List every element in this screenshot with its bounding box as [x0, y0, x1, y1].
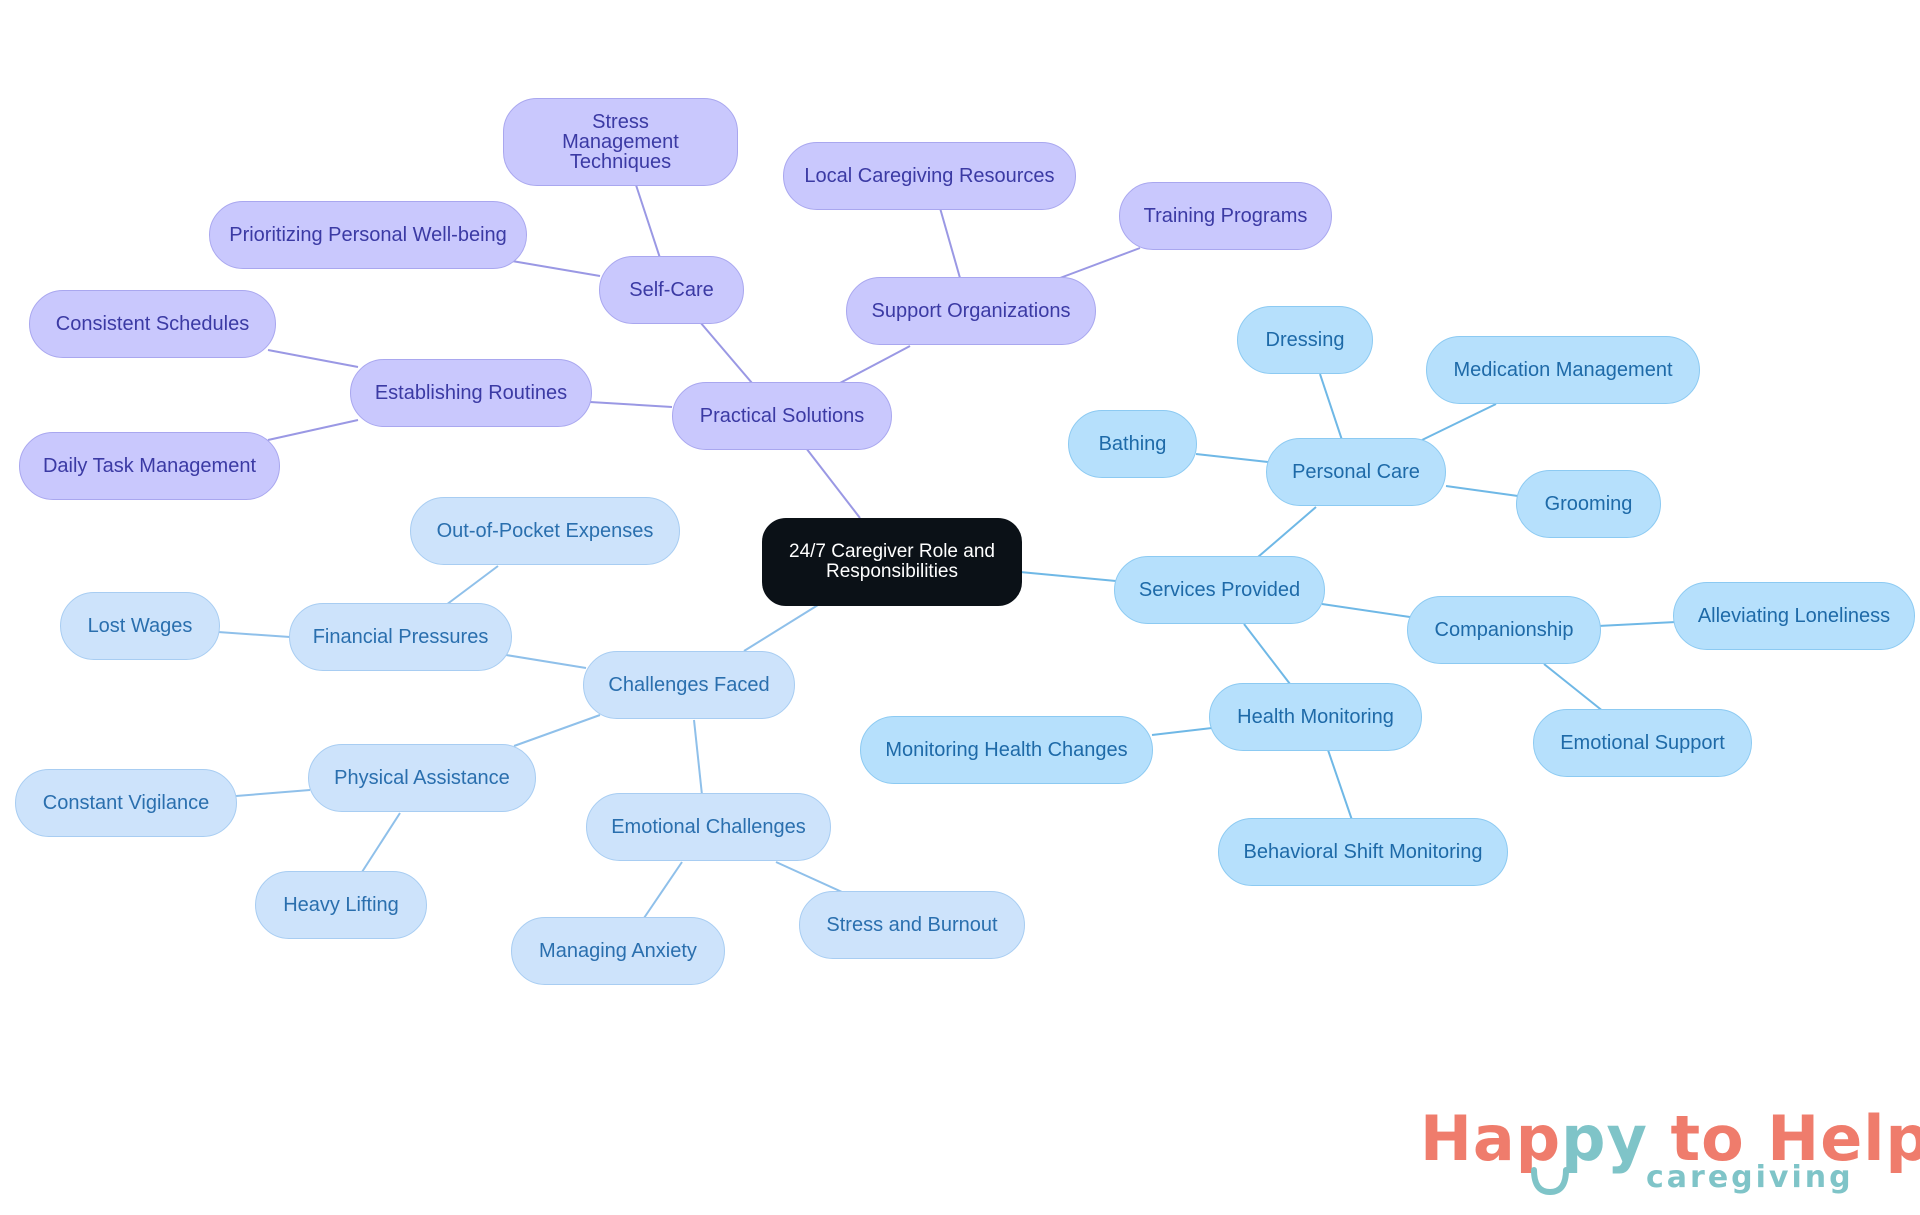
link-companionship-loneliness	[1597, 621, 1677, 627]
node-services-provided[interactable]: Services Provided	[1114, 556, 1325, 624]
link-financial-wages	[217, 631, 291, 638]
node-daily-task-management[interactable]: Daily Task Management	[19, 432, 280, 500]
node-self-care[interactable]: Self-Care	[599, 256, 744, 324]
link-challenges-emotional	[693, 719, 703, 796]
node-consistent-schedules[interactable]: Consistent Schedules	[29, 290, 276, 358]
node-training-programs[interactable]: Training Programs	[1119, 182, 1332, 250]
node-heavy-lifting[interactable]: Heavy Lifting	[255, 871, 427, 939]
node-challenges-faced[interactable]: Challenges Faced	[583, 651, 795, 719]
link-health-behavioral	[1327, 749, 1353, 821]
node-stress-and-burnout[interactable]: Stress and Burnout	[799, 891, 1025, 959]
link-challenges-physical	[513, 714, 601, 747]
link-health-changes	[1151, 727, 1213, 736]
link-root-services	[1019, 571, 1117, 582]
link-physical-lifting	[361, 812, 401, 873]
node-out-of-pocket-expenses[interactable]: Out-of-Pocket Expenses	[410, 497, 680, 565]
link-selfcare-stress	[635, 184, 661, 259]
link-personal-grooming	[1445, 485, 1519, 497]
link-physical-vigilance	[235, 789, 311, 797]
link-companionship-support	[1543, 663, 1605, 713]
node-prioritizing-personal-well-being[interactable]: Prioritizing Personal Well-being	[209, 201, 527, 269]
node-personal-care[interactable]: Personal Care	[1266, 438, 1446, 506]
node-monitoring-health-changes[interactable]: Monitoring Health Changes	[860, 716, 1153, 784]
node-behavioral-shift-monitoring[interactable]: Behavioral Shift Monitoring	[1218, 818, 1508, 886]
link-personal-medication	[1421, 403, 1497, 441]
link-financial-outofpocket	[445, 565, 499, 606]
node-financial-pressures[interactable]: Financial Pressures	[289, 603, 512, 671]
node-lost-wages[interactable]: Lost Wages	[60, 592, 220, 660]
root-node[interactable]: 24/7 Caregiver Role and Responsibilities	[762, 518, 1022, 606]
link-support-training	[1059, 247, 1141, 279]
node-physical-assistance[interactable]: Physical Assistance	[308, 744, 536, 812]
link-root-practical	[805, 447, 861, 519]
node-medication-management[interactable]: Medication Management	[1426, 336, 1700, 404]
link-routines-schedules	[267, 349, 359, 368]
happy-to-help-logo: Happy to Help caregiving	[1420, 1104, 1920, 1204]
node-dressing[interactable]: Dressing	[1237, 306, 1373, 374]
link-support-local	[939, 207, 961, 279]
node-companionship[interactable]: Companionship	[1407, 596, 1601, 664]
link-selfcare-wellbeing	[511, 260, 601, 277]
link-personal-dressing	[1319, 373, 1343, 441]
node-emotional-support[interactable]: Emotional Support	[1533, 709, 1752, 777]
node-health-monitoring[interactable]: Health Monitoring	[1209, 683, 1422, 751]
link-emotional-stress	[775, 861, 843, 893]
link-challenges-financial	[505, 654, 587, 669]
node-local-caregiving-resources[interactable]: Local Caregiving Resources	[783, 142, 1076, 210]
node-emotional-challenges[interactable]: Emotional Challenges	[586, 793, 831, 861]
link-practical-support	[839, 345, 911, 384]
link-emotional-anxiety	[643, 861, 683, 919]
node-managing-anxiety[interactable]: Managing Anxiety	[511, 917, 725, 985]
link-personal-bathing	[1195, 453, 1269, 463]
node-establishing-routines[interactable]: Establishing Routines	[350, 359, 592, 427]
node-bathing[interactable]: Bathing	[1068, 410, 1197, 478]
link-root-challenges	[743, 604, 819, 652]
logo-wordmark: Happy to Help	[1420, 1102, 1920, 1175]
node-stress-management-techniques[interactable]: Stress Management Techniques	[503, 98, 738, 186]
node-alleviating-loneliness[interactable]: Alleviating Loneliness	[1673, 582, 1915, 650]
node-grooming[interactable]: Grooming	[1516, 470, 1661, 538]
node-constant-vigilance[interactable]: Constant Vigilance	[15, 769, 237, 837]
link-services-personal	[1257, 506, 1317, 558]
link-practical-routines	[589, 401, 673, 408]
link-services-companionship	[1321, 603, 1411, 618]
link-routines-daily	[267, 419, 359, 441]
logo-tagline: caregiving	[1646, 1160, 1854, 1195]
link-services-health	[1243, 623, 1291, 685]
smile-icon	[1531, 1167, 1569, 1196]
link-practical-selfcare	[699, 321, 753, 384]
node-support-organizations[interactable]: Support Organizations	[846, 277, 1096, 345]
node-practical-solutions[interactable]: Practical Solutions	[672, 382, 892, 450]
